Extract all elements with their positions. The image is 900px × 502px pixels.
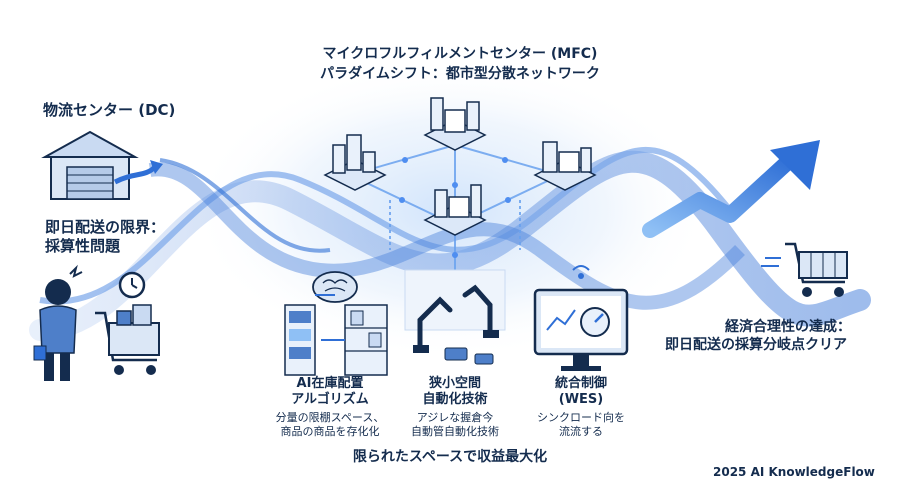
pillar-automation-title: 狭小空間 自動化技術 [400, 376, 510, 409]
pillar-automation-desc: アジレな握倉今 自動管自動化技術 [395, 411, 515, 440]
clock-icon [118, 271, 146, 299]
pillar-automation-title-line2: 自動化技術 [422, 392, 488, 408]
pillar-automation-desc-line1: アジレな握倉今 [416, 411, 494, 424]
pillar-wes-desc-line1: シンクロード向を [537, 411, 625, 424]
pillar-ai-title: AI在庫配置 アルゴリズム [270, 376, 390, 409]
pillar-wes-desc: シンクロード向を 流流する [521, 411, 641, 440]
monitor-gauge-icon [533, 265, 629, 371]
growth-arrow-icon [642, 140, 820, 238]
shopping-cart-icon [761, 242, 848, 297]
flow-waves [29, 146, 871, 341]
dc-problem-line1: 即日配送の限界： [45, 218, 166, 236]
pillar-ai-title-line1: AI在庫配置 [296, 376, 364, 391]
pillar-automation-desc-line2: 自動管自動化技術 [411, 425, 499, 439]
city-node-icon [423, 97, 487, 151]
pillar-ai-desc: 分量の限棚スペース、 商品の商品を存化化 [260, 411, 400, 440]
outcome-line2: 即日配送の採算分岐点クリア [665, 337, 847, 353]
pillar-automation-title-line1: 狭小空間 [428, 376, 481, 391]
brain-icon [284, 271, 388, 376]
footer-tagline: 限られたスペースで収益最大化 [352, 449, 548, 465]
mfc-title: マイクロフルフィルメントセンター (MFC) [322, 46, 598, 62]
pillar-ai-title-line2: アルゴリズム [291, 392, 369, 408]
dc-title: 物流センター (DC) [43, 101, 176, 119]
warehouse-icon [41, 130, 163, 200]
footer-credit: 2025 AI KnowledgeFlow [713, 465, 875, 479]
pillar-wes-title-line1: 統合制御 [554, 376, 607, 391]
mfc-subtitle: パラダイムシフト：都市型分散ネットワーク [320, 66, 600, 82]
shopping-cart-icon [95, 304, 160, 375]
outcome-line1: 経済合理性の達成： [725, 319, 851, 335]
dc-problem-line2: 採算性問題 [45, 237, 121, 255]
network-dots [399, 157, 511, 258]
pillar-wes-title: 統合制御 (WES) [526, 376, 636, 409]
robot-arm-icon [404, 269, 506, 365]
city-node-icon [323, 134, 387, 191]
stressed-person-icon [33, 264, 83, 381]
city-node-icon [533, 141, 597, 191]
pillar-ai-desc-line2: 商品の商品を存化化 [280, 425, 380, 439]
pillar-wes-title-line2: (WES) [558, 392, 604, 408]
pillar-ai-desc-line1: 分量の限棚スペース、 [275, 411, 385, 424]
pillar-wes-desc-line2: 流流する [559, 425, 603, 439]
city-node-icon [423, 184, 487, 236]
